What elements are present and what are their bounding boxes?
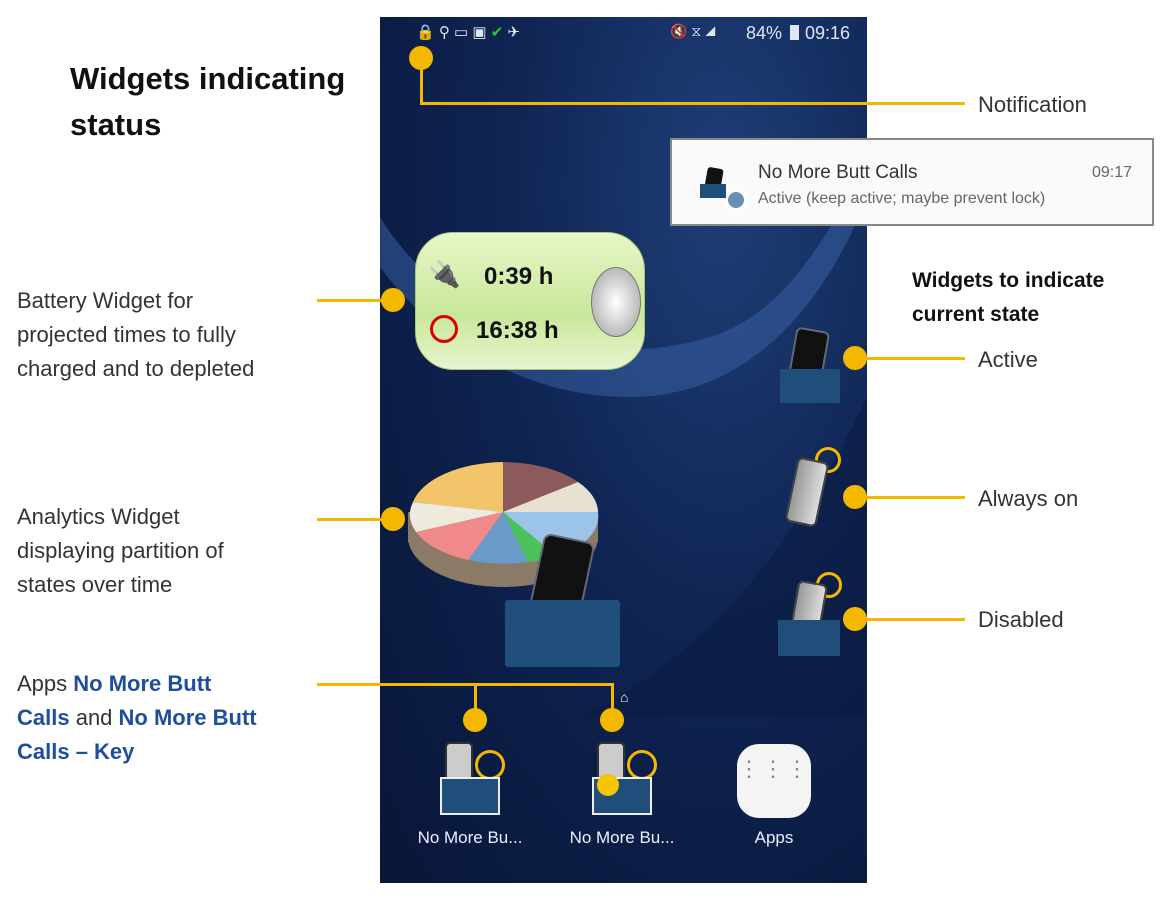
clock: 09:16 (805, 23, 851, 43)
charge-time: 0:39 h (484, 263, 554, 290)
app-label: Apps (754, 828, 794, 847)
page-title: Widgets indicating status (70, 61, 346, 142)
notification-text: Active (keep active; maybe prevent lock) (758, 190, 1046, 207)
status-bar: 🔒 ⚲ ▭ ▣ ✔ ✈ 🔇 ⧖ ◢ 84% 09:16 (380, 17, 867, 51)
deplete-time: 16:38 h (476, 317, 559, 344)
app-label: No More Bu... (569, 828, 675, 847)
notification-icons: 🔒 ⚲ ▭ ▣ ✔ ✈ (416, 24, 521, 41)
notification-card[interactable]: No More Butt Calls 09:17 Active (keep ac… (670, 138, 1154, 226)
disabled-annotation: Disabled (978, 607, 1064, 632)
apps-grid-icon: ⋮⋮⋮ (737, 744, 811, 818)
signal-icons: 🔇 ⧖ ◢ (670, 23, 716, 39)
plug-icon: 🔌 (428, 259, 461, 289)
battery-widget[interactable]: 🔌 0:39 h 16:38 h (415, 232, 645, 370)
app-label: No More Bu... (417, 828, 523, 847)
always-on-annotation: Always on (978, 486, 1079, 511)
active-annotation: Active (978, 347, 1038, 372)
unplugged-icon (430, 315, 458, 343)
battery-percent: 84% (746, 23, 783, 43)
home-page-indicator-icon[interactable]: ⌂ (620, 689, 629, 705)
key-icon (597, 774, 619, 796)
notification-title: No More Butt Calls (758, 162, 918, 183)
notification-annotation: Notification (978, 92, 1087, 117)
battery-terminal (591, 267, 641, 337)
battery-icon (790, 25, 799, 40)
apps-annotation: Apps No More Butt Calls and No More Butt… (17, 671, 257, 764)
pocket-image (505, 600, 620, 667)
notification-time: 09:17 (1092, 164, 1133, 181)
